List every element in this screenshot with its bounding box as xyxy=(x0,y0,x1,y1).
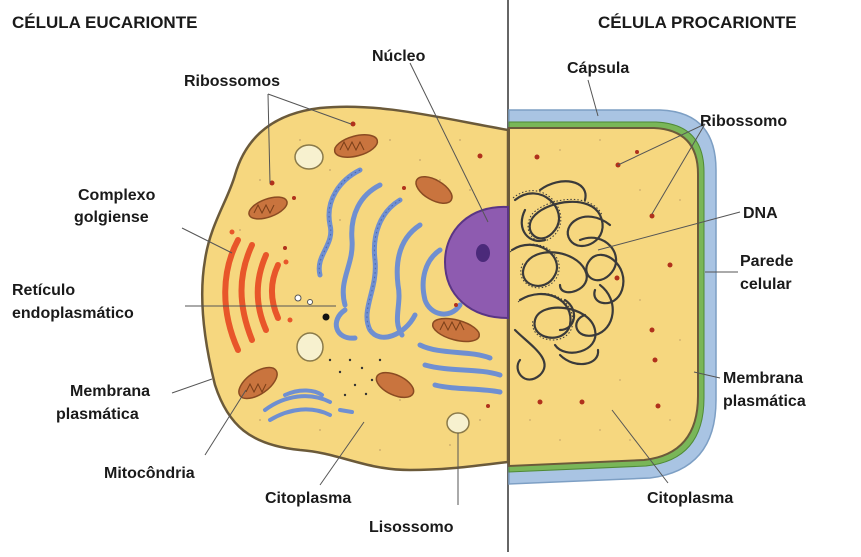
label-ribosomes: Ribossomos xyxy=(184,73,280,90)
nucleolus xyxy=(476,244,490,262)
label-cytoplasm-prok: Citoplasma xyxy=(647,490,733,507)
label-ribosome: Ribossomo xyxy=(700,113,787,130)
eukaryote-title: CÉLULA EUCARIONTE xyxy=(12,13,197,32)
prokaryote-cell xyxy=(509,110,716,484)
label-prok-membrane-line2: plasmática xyxy=(723,393,806,410)
label-cytoplasm-euk: Citoplasma xyxy=(265,490,351,507)
label-capsule: Cápsula xyxy=(567,60,629,77)
label-lysosome: Lisossomo xyxy=(369,519,454,536)
prokaryote-membrane xyxy=(509,128,698,466)
label-golgi-line2: golgiense xyxy=(74,209,149,226)
label-wall-line1: Parede xyxy=(740,253,793,270)
label-membrane-line2: plasmática xyxy=(56,406,139,423)
label-wall-line2: celular xyxy=(740,276,792,293)
label-golgi-line1: Complexo xyxy=(78,187,156,204)
label-nucleus: Núcleo xyxy=(372,48,426,65)
prokaryote-title: CÉLULA PROCARIONTE xyxy=(598,13,797,32)
label-mitochondria: Mitocôndria xyxy=(104,465,195,482)
label-er-line2: endoplasmático xyxy=(12,305,134,322)
label-membrane-line1: Membrana xyxy=(70,383,150,400)
label-dna: DNA xyxy=(743,205,778,222)
eukaryote-cell xyxy=(202,107,508,470)
label-prok-membrane-line1: Membrana xyxy=(723,370,803,387)
label-er-line1: Retículo xyxy=(12,282,75,299)
